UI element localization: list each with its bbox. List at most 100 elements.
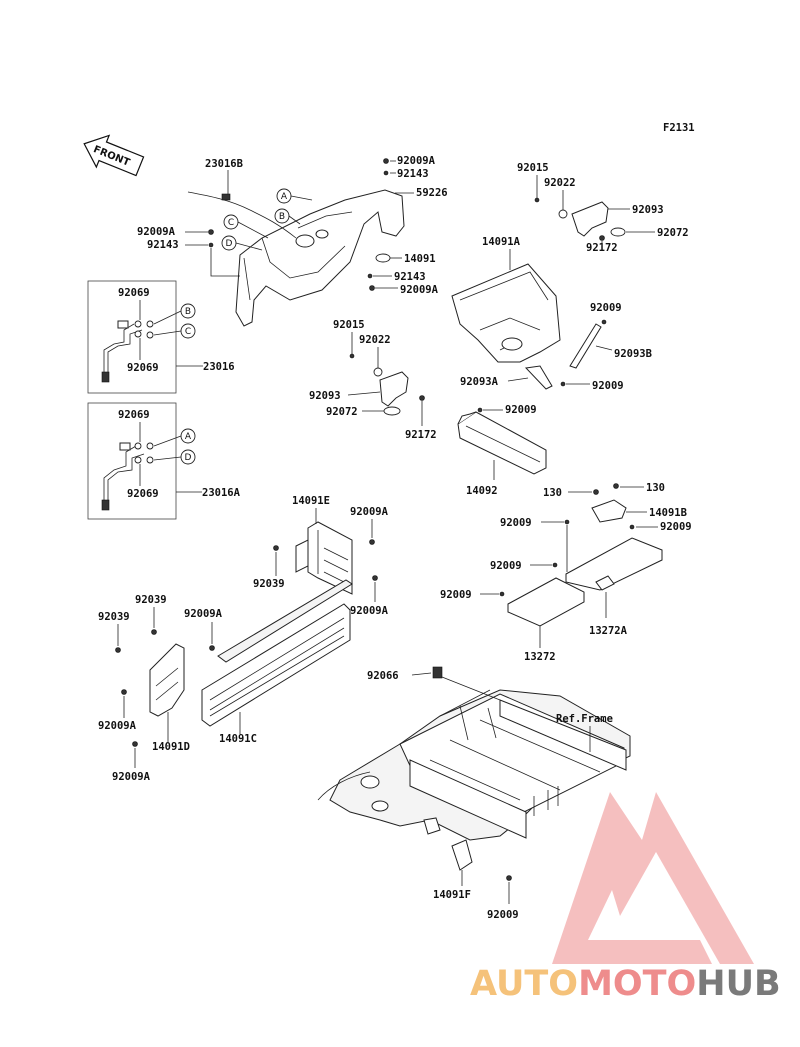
label-92143-3: 92143	[394, 271, 426, 283]
guard-14092	[457, 411, 547, 475]
label-92069-2: 92069	[127, 362, 159, 374]
box-23016A	[87, 402, 177, 520]
tray-14091A	[451, 263, 561, 363]
bracket-92093-upper	[571, 201, 609, 237]
label-92009-8: 92009	[487, 909, 519, 921]
harness-23016	[101, 320, 154, 383]
diagram-code: F2131	[663, 122, 695, 134]
label-92039-1: 92039	[253, 578, 285, 590]
svg-text:A: A	[185, 432, 192, 442]
guard-14091C	[201, 579, 353, 727]
label-92143-1: 92143	[397, 168, 429, 180]
callout-B-top: B	[274, 208, 290, 224]
svg-text:A: A	[281, 192, 288, 202]
label-92093B: 92093B	[614, 348, 652, 360]
label-92039-3: 92039	[98, 611, 130, 623]
label-92009-4: 92009	[500, 517, 532, 529]
label-130-2: 130	[646, 482, 665, 494]
watermark-moto: MOTO	[578, 964, 696, 1004]
label-92072-1: 92072	[326, 406, 358, 418]
bracket-92093A	[524, 365, 553, 390]
svg-text:D: D	[226, 239, 233, 249]
label-14091D: 14091D	[152, 741, 190, 753]
bracket-14091D	[149, 643, 185, 717]
guard-14091E	[295, 521, 353, 595]
label-59226: 59226	[416, 187, 448, 199]
label-14091E: 14091E	[292, 495, 330, 507]
callout-C-box: C	[180, 323, 196, 339]
label-92022-2: 92022	[544, 177, 576, 189]
callout-A-top: A	[276, 188, 292, 204]
label-23016: 23016	[203, 361, 235, 373]
label-92172-1: 92172	[405, 429, 437, 441]
rod-92093B	[569, 323, 602, 369]
dash-panel-59226	[235, 189, 405, 327]
label-92066: 92066	[367, 670, 399, 682]
label-23016A: 23016A	[202, 487, 241, 499]
label-92022-1: 92022	[359, 334, 391, 346]
label-14091C: 14091C	[219, 733, 257, 745]
label-92069-1: 92069	[118, 287, 150, 299]
svg-text:C: C	[185, 327, 191, 337]
label-92009A-2: 92009A	[137, 226, 176, 238]
label-92009A-8: 92009A	[112, 771, 151, 783]
svg-text:B: B	[279, 212, 285, 222]
bracket-14091F	[451, 839, 473, 871]
label-14091F: 14091F	[433, 889, 471, 901]
callout-D-box: D	[180, 449, 196, 465]
label-92015-1: 92015	[333, 319, 365, 331]
svg-text:C: C	[228, 218, 234, 228]
label-92093-1: 92093	[309, 390, 341, 402]
plate-13272	[507, 577, 585, 627]
label-92069-4: 92069	[127, 488, 159, 500]
svg-text:D: D	[185, 453, 192, 463]
watermark-logo-icon	[552, 792, 754, 964]
label-14091: 14091	[404, 253, 436, 265]
label-13272A: 13272A	[589, 625, 628, 637]
wire-23016B	[187, 191, 297, 239]
label-13272: 13272	[524, 651, 556, 663]
label-92172-2: 92172	[586, 242, 618, 254]
label-92009A-5: 92009A	[350, 605, 389, 617]
ref-frame	[317, 689, 631, 841]
label-14091A: 14091A	[482, 236, 521, 248]
callout-C-top: C	[223, 214, 239, 230]
box-23016	[87, 280, 177, 394]
callout-D-top: D	[221, 235, 237, 251]
label-92009-7: 92009	[440, 589, 472, 601]
callout-A-box: A	[180, 428, 196, 444]
label-92015-2: 92015	[517, 162, 549, 174]
pad-14091B	[591, 499, 627, 523]
callout-B-box: B	[180, 303, 196, 319]
label-92009A-3: 92009A	[400, 284, 439, 296]
label-92009-1: 92009	[590, 302, 622, 314]
label-92009A-4: 92009A	[350, 506, 389, 518]
label-23016B: 23016B	[205, 158, 243, 170]
label-14092: 14092	[466, 485, 498, 497]
label-92009A-7: 92009A	[98, 720, 137, 732]
label-92009A-1: 92009A	[397, 155, 436, 167]
label-130-1: 130	[543, 487, 562, 499]
connector-23016B	[221, 193, 231, 201]
watermark-text: AUTOMOTOHUB	[470, 964, 781, 1004]
label-92009-2: 92009	[592, 380, 624, 392]
svg-text:B: B	[185, 307, 191, 317]
label-92143-2: 92143	[147, 239, 179, 251]
label-92009-3: 92009	[505, 404, 537, 416]
watermark-hub: HUB	[696, 964, 780, 1004]
label-92009A-6: 92009A	[184, 608, 223, 620]
harness-23016A	[101, 442, 154, 511]
clip-92066	[432, 666, 443, 679]
label-92072-2: 92072	[657, 227, 689, 239]
label-92069-3: 92069	[118, 409, 150, 421]
label-ref-frame: Ref.Frame	[556, 713, 613, 725]
grommet-14091	[375, 253, 391, 263]
watermark-auto: AUTO	[470, 964, 578, 1004]
label-92009-6: 92009	[490, 560, 522, 572]
front-arrow-icon: FRONT	[83, 134, 145, 177]
label-92093A: 92093A	[460, 376, 499, 388]
bracket-92093-middle	[379, 371, 409, 407]
label-14091B: 14091B	[649, 507, 687, 519]
label-92039-2: 92039	[135, 594, 167, 606]
